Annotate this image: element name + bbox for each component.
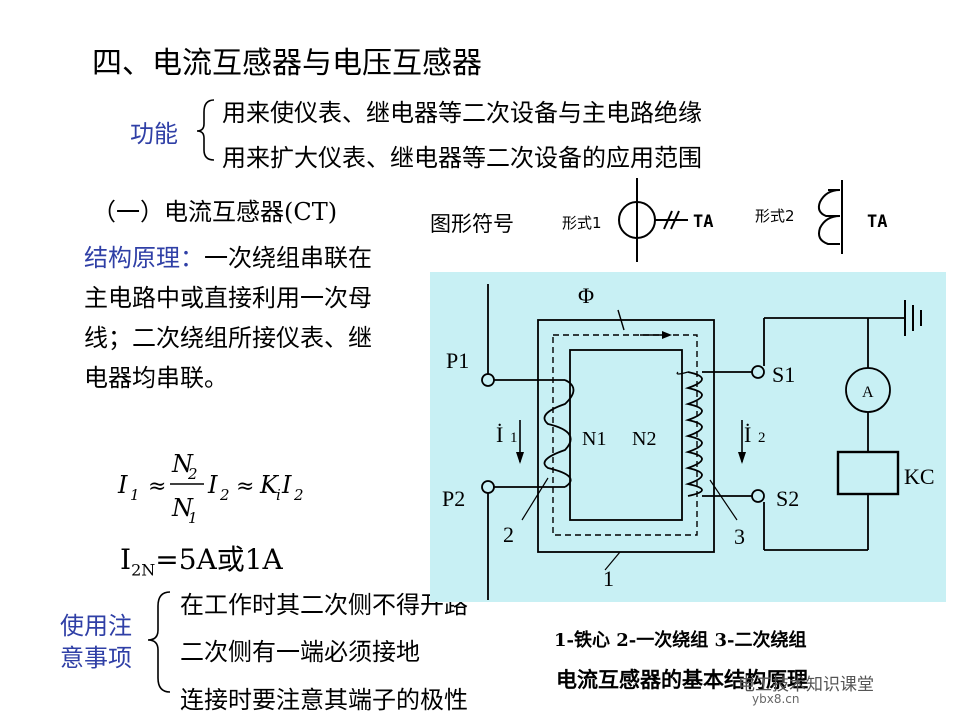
watermark-sub: ybx8.cn	[752, 692, 800, 706]
ct-structure-diagram	[481, 284, 922, 600]
formula-ki: K	[259, 471, 280, 499]
formula-i2b: I	[281, 471, 292, 499]
watermark-text: 电工技术知识课堂	[738, 675, 874, 695]
label-p1: P1	[446, 348, 469, 373]
label-i2-sub: 2	[758, 430, 766, 446]
ct-heading: （一）电流互感器(CT)	[92, 198, 338, 226]
label-2: 2	[503, 522, 514, 547]
rated-sub: 2N	[131, 560, 156, 580]
note-item-3: 连接时要注意其端子的极性	[180, 686, 468, 714]
formula-approx-2: ≈	[236, 474, 254, 499]
label-s2: S2	[776, 486, 799, 511]
diagram-legend: 1-铁心 2-一次绕组 3-二次绕组	[554, 630, 807, 651]
page-title: 四、电流互感器与电压互感器	[92, 46, 482, 81]
label-ammeter: A	[862, 384, 874, 401]
label-s1: S1	[772, 362, 795, 387]
diagram-background	[430, 272, 946, 602]
ratio-formula: I 1 ≈ N 2 N 1 I 2 ≈ K i I 2	[117, 448, 348, 534]
function-item-2: 用来扩大仪表、继电器等二次设备的应用范围	[222, 144, 702, 172]
ct-symbol-form2	[817, 180, 843, 254]
formula-ki-sub: i	[276, 486, 281, 504]
rated-main: I	[120, 543, 132, 576]
function-brace	[196, 99, 215, 161]
flux-path	[552, 334, 698, 536]
label-n2: N2	[632, 428, 656, 450]
note-item-1: 在工作时其二次侧不得开路	[180, 591, 468, 619]
notes-brace	[147, 591, 171, 693]
formula-n2: N	[171, 450, 194, 478]
rated-rest: =5A或1A	[155, 543, 283, 576]
label-phi: Φ	[578, 283, 594, 308]
symbol-form2-label: 形式2	[755, 207, 795, 225]
label-1: 1	[603, 566, 614, 591]
diagram-caption: 电流互感器的基本结构原理	[556, 667, 808, 692]
formula-i2-sub: 2	[219, 486, 230, 504]
label-p2: P2	[442, 486, 465, 511]
symbol-ta-2: TA	[867, 212, 888, 232]
structure-paragraph: 结构原理：一次绕组串联在主电路中或直接利用一次母线；二次绕组所接仪表、继电器均串…	[84, 238, 374, 398]
formula-i2: I	[207, 471, 218, 499]
symbol-label: 图形符号	[430, 212, 514, 236]
symbol-ta-1: TA	[693, 212, 714, 232]
core-outer	[537, 319, 715, 553]
notes-label: 使用注意事项	[60, 612, 132, 672]
formula-i1-sub: 1	[130, 486, 140, 504]
note-item-2: 二次侧有一端必须接地	[180, 638, 420, 666]
formula-n1-sub: 1	[188, 509, 198, 527]
structure-text: 一次绕组串联在主电路中或直接利用一次母线；二次绕组所接仪表、继电器均串联。	[84, 244, 372, 392]
formula-approx-1: ≈	[148, 474, 166, 499]
relay-kc	[836, 450, 900, 496]
label-i1: İ	[496, 422, 503, 447]
label-n1: N1	[582, 428, 606, 450]
formula-n1: N	[171, 494, 194, 522]
formula-i2b-sub: 2	[293, 486, 304, 504]
ct-symbol-form1	[618, 178, 688, 262]
function-label: 功能	[130, 120, 178, 148]
label-i1-sub: 1	[510, 430, 518, 446]
structure-label: 结构原理：	[84, 244, 204, 272]
label-i2: İ	[744, 422, 751, 447]
formula-n2-sub: 2	[187, 465, 198, 483]
function-item-1: 用来使仪表、继电器等二次设备与主电路绝缘	[222, 99, 702, 127]
label-kc: KC	[904, 464, 935, 489]
formula-i1: I	[117, 471, 128, 499]
rated-current: I2N=5A或1A	[120, 538, 283, 580]
symbol-form1-label: 形式1	[562, 214, 602, 232]
label-3: 3	[734, 524, 745, 549]
